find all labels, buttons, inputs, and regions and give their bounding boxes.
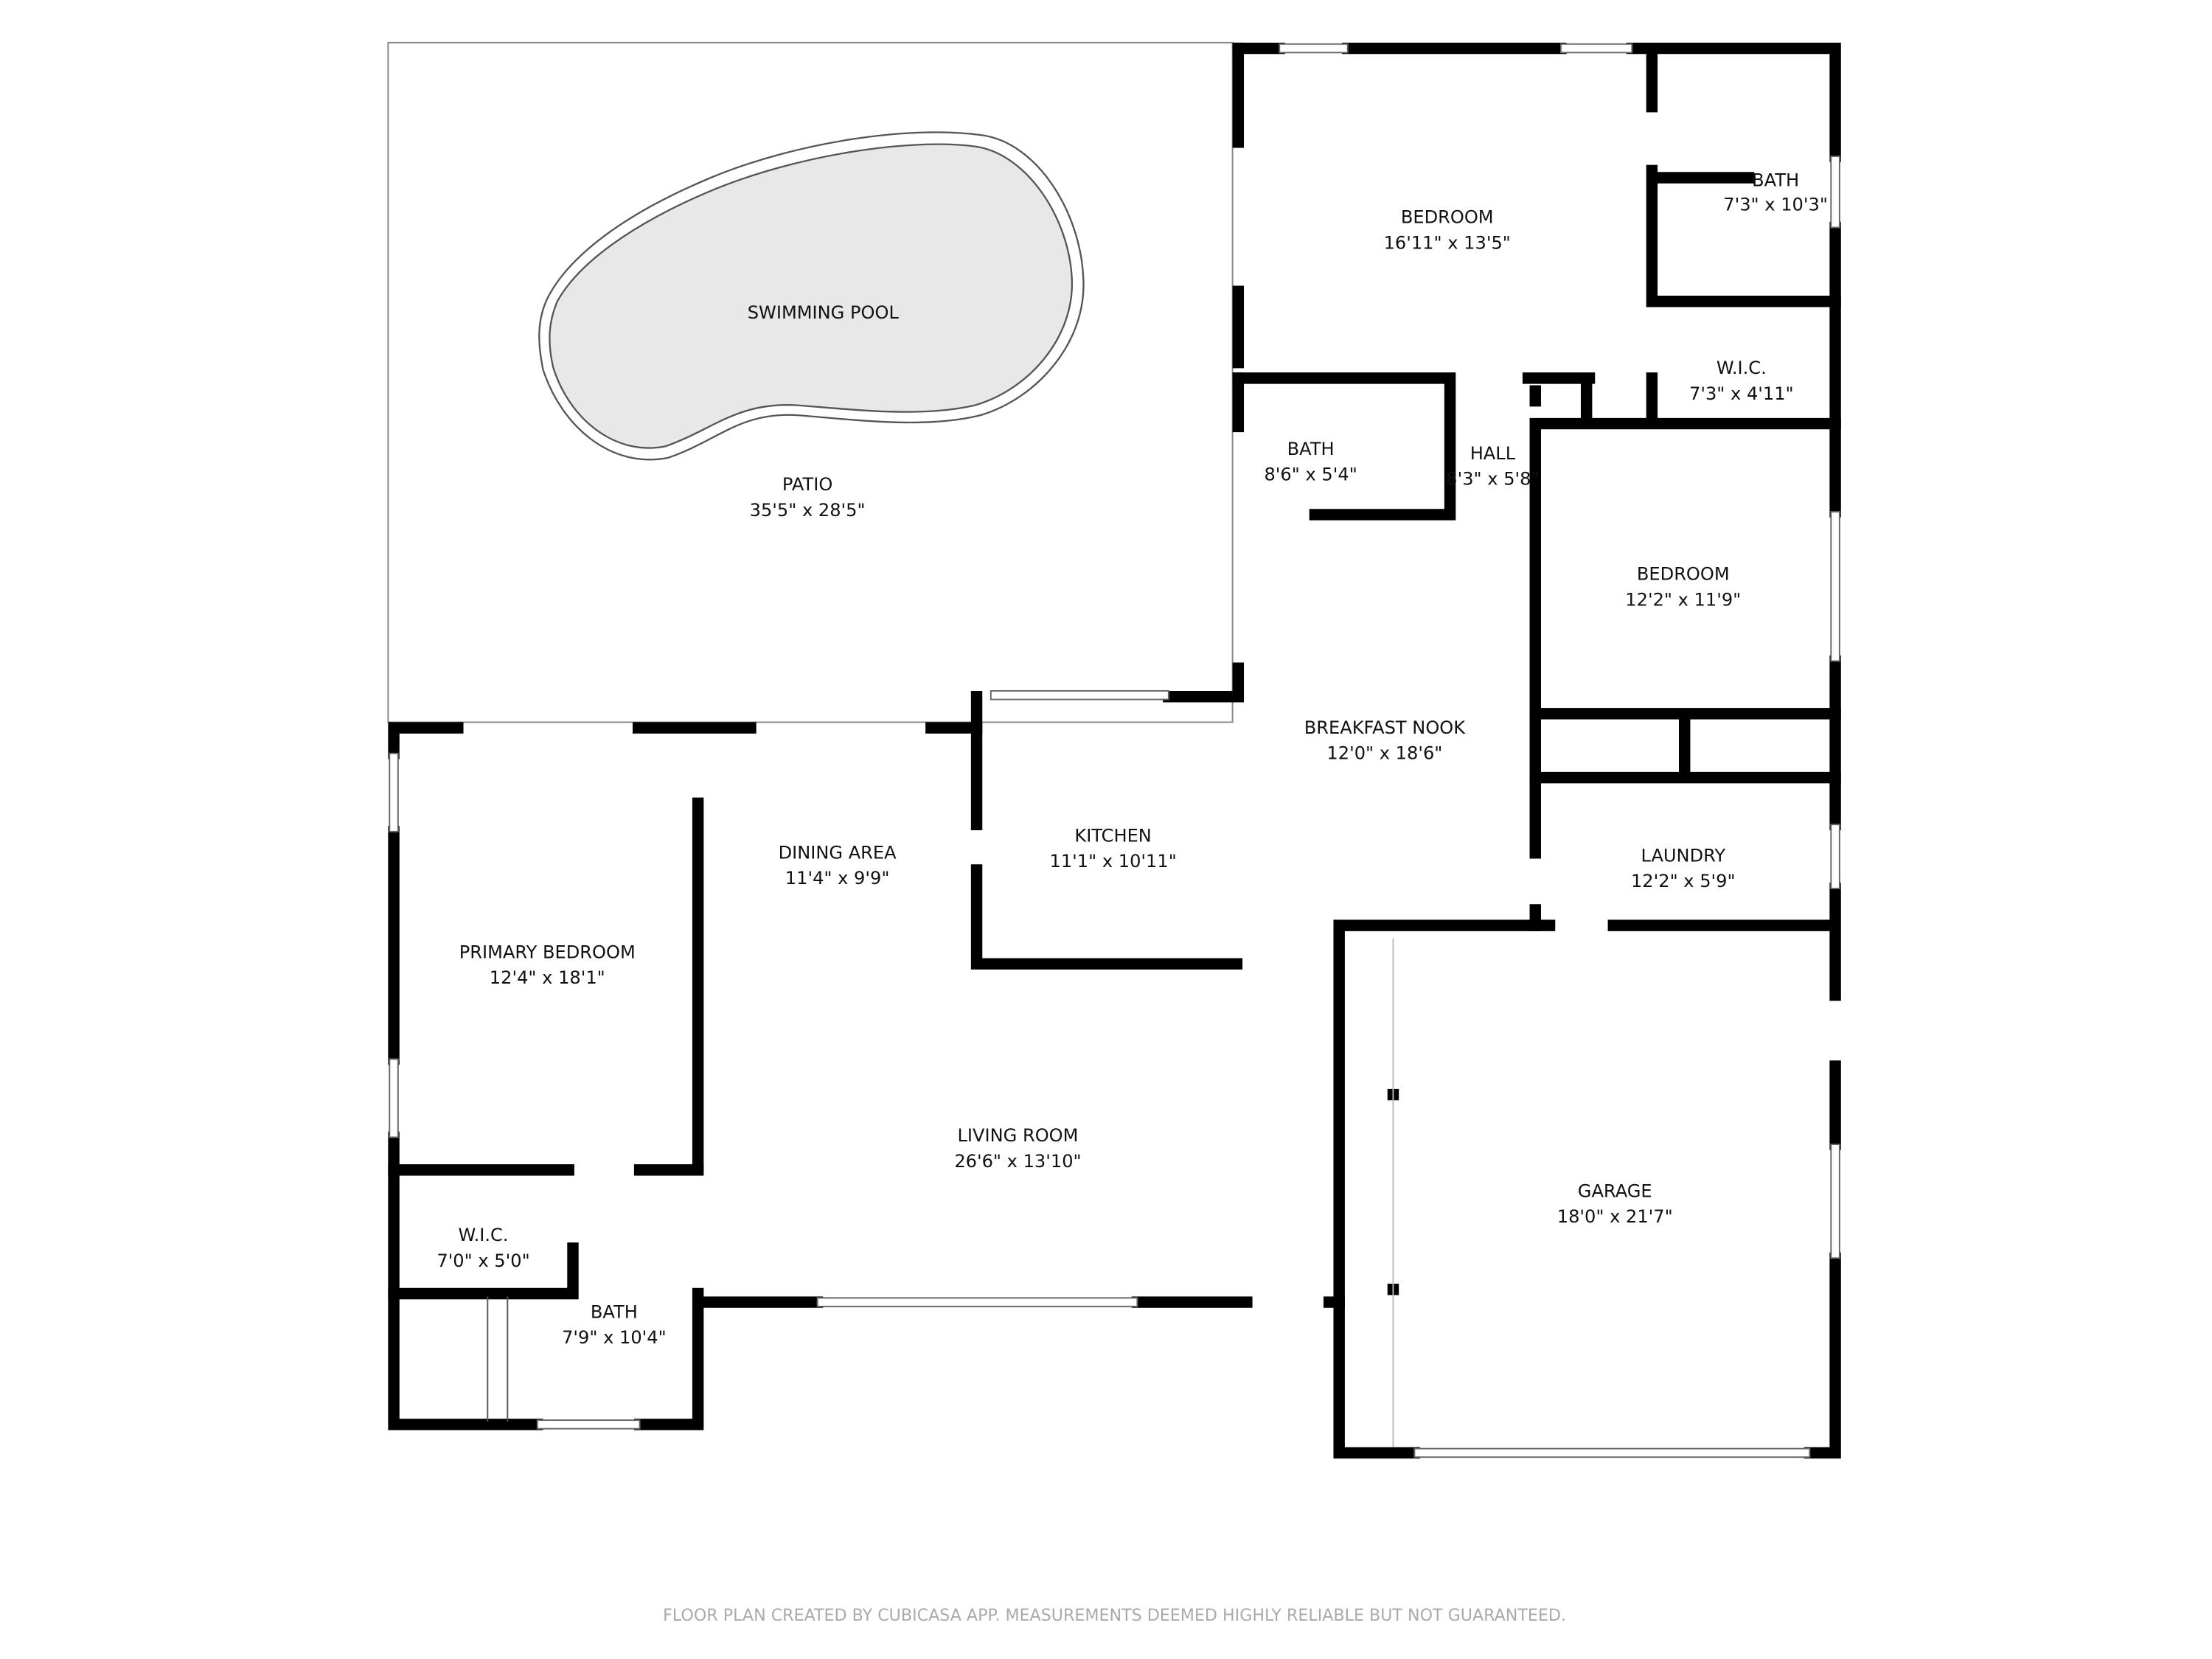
disclaimer-footer: FLOOR PLAN CREATED BY CUBICASA APP. MEAS… — [663, 1606, 1566, 1625]
room-size: 11'4" x 9'9" — [785, 868, 890, 888]
room-size: 12'2" x 11'9" — [1625, 589, 1741, 610]
room-name: BATH — [1752, 170, 1799, 191]
walls — [388, 42, 1841, 1459]
room-size: 7'3" x 4'11" — [1689, 383, 1794, 404]
room-name: W.I.C. — [459, 1225, 509, 1245]
room-name: SWIMMING POOL — [748, 302, 900, 323]
room-name: GARAGE — [1578, 1180, 1652, 1201]
room-name: KITCHEN — [1074, 825, 1151, 846]
room-name: PRIMARY BEDROOM — [459, 942, 636, 962]
swimming-pool — [538, 131, 1085, 461]
room-size: 12'4" x 18'1" — [490, 967, 605, 988]
windows — [389, 43, 1840, 1458]
room-size: 18'0" x 21'7" — [1557, 1206, 1673, 1227]
room-size: 11'1" x 10'11" — [1049, 851, 1176, 872]
room-labels: SWIMMING POOL PATIO 35'5" x 28'5" BEDROO… — [437, 170, 1828, 1348]
room-size: 7'0" x 5'0" — [437, 1251, 529, 1271]
room-size: 8'3" x 5'8" — [1446, 468, 1539, 489]
room-size: 12'2" x 5'9" — [1631, 871, 1736, 891]
room-name: LAUNDRY — [1641, 845, 1725, 866]
room-name: BREAKFAST NOOK — [1304, 717, 1467, 738]
room-name: PATIO — [782, 474, 832, 495]
room-name: BEDROOM — [1401, 207, 1494, 228]
room-name: HALL — [1470, 443, 1516, 464]
room-name: DINING AREA — [779, 843, 897, 863]
room-name: BEDROOM — [1637, 564, 1730, 585]
room-size: 35'5" x 28'5" — [750, 500, 866, 521]
room-size: 8'6" x 5'4" — [1264, 465, 1357, 485]
room-name: BATH — [591, 1301, 638, 1322]
room-name: BATH — [1287, 439, 1335, 459]
room-name: LIVING ROOM — [957, 1125, 1078, 1146]
room-name: W.I.C. — [1717, 358, 1767, 378]
room-size: 26'6" x 13'10" — [954, 1151, 1081, 1172]
room-size: 12'0" x 18'6" — [1326, 743, 1442, 764]
room-size: 7'3" x 10'3" — [1723, 194, 1828, 215]
room-size: 7'9" x 10'4" — [562, 1327, 667, 1348]
room-size: 16'11" x 13'5" — [1384, 232, 1511, 253]
